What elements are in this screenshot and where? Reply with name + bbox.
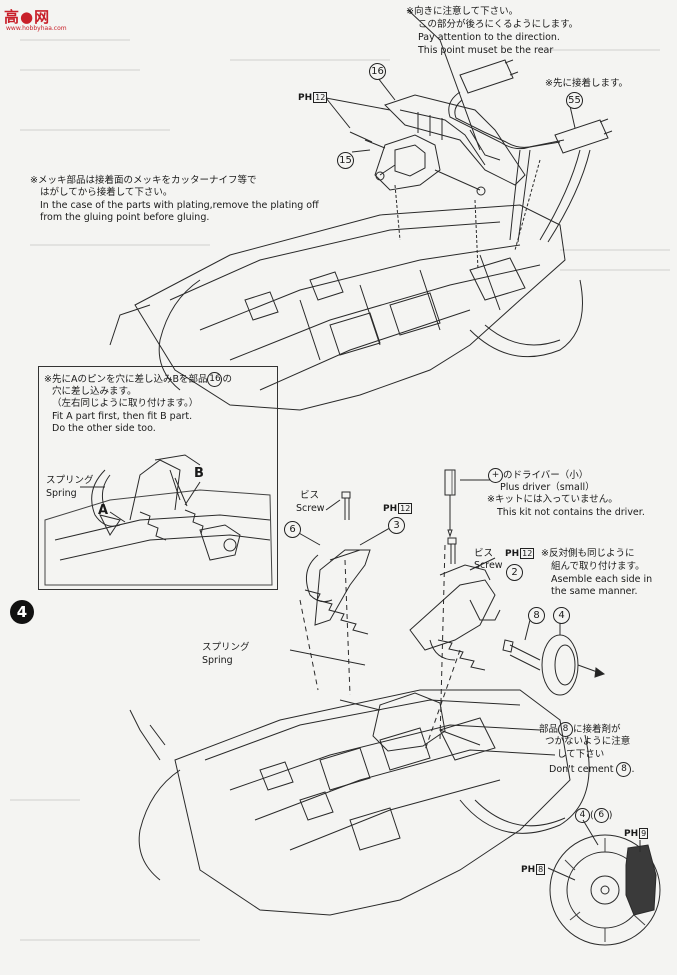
direction-note-jp2: この部分が後ろにくるようにします。 xyxy=(418,19,579,30)
part-number-55: 55 xyxy=(566,92,583,109)
plus-icon: + xyxy=(488,468,503,483)
inset-spring-en: Spring xyxy=(46,488,77,499)
inset-detail-box xyxy=(38,366,278,590)
screw-label-jp-2: ビス xyxy=(474,548,494,559)
cement-note-jp2: つかないように注意 xyxy=(545,736,631,747)
direction-note-en2: This point muset be the rear xyxy=(418,45,554,56)
cement-part-8: 8 xyxy=(558,722,574,737)
direction-note-en1: Pay attention to the direction. xyxy=(418,32,560,43)
driver-note-jp2: ※キットには入っていません。 xyxy=(487,494,618,505)
plating-note-en1: In the case of the parts with plating,re… xyxy=(40,200,319,211)
cement-note-en: Don't cement 8. xyxy=(549,762,635,777)
part-number-2: 2 xyxy=(506,564,523,581)
opposite-note-jp1: ※反対側も同じように xyxy=(541,548,635,559)
opposite-note-jp2: 組んで取り付けます。 xyxy=(551,561,645,572)
site-logo-subtext: www.hobbyhaa.com xyxy=(6,25,67,32)
plating-note-jp1: ※メッキ部品は接着面のメッキをカッターナイフ等で xyxy=(30,175,257,186)
part-number-6: 6 xyxy=(284,521,301,538)
inset-label-a: A xyxy=(98,503,109,518)
disc-part-label: 4(6) xyxy=(575,808,612,823)
step-number-badge: 4 xyxy=(10,600,34,624)
direction-note-jp1: ※向きに注意して下さい。 xyxy=(406,6,519,17)
inset-spring-jp: スプリング xyxy=(46,475,94,486)
cement-en-part-8: 8 xyxy=(616,762,632,777)
inset-note-jp3: （左右同じように取り付けます。） xyxy=(52,398,199,409)
inset-note-jp2: 穴に差し込みます。 xyxy=(52,386,137,397)
opposite-note-en1: Asemble each side in xyxy=(551,574,653,585)
part-number-3: 3 xyxy=(388,517,405,534)
part-number-15: 15 xyxy=(337,152,354,169)
spring-label-en: Spring xyxy=(202,655,233,666)
inset-part-16: 16 xyxy=(207,372,223,387)
inset-label-b: B xyxy=(194,466,204,481)
inset-note-en1: Fit A part first, then fit B part. xyxy=(52,411,193,422)
inset-note-en2: Do the other side too. xyxy=(52,423,156,434)
glue-first-note: ※先に接着します。 xyxy=(545,78,629,89)
disc-part-4: 4 xyxy=(575,808,590,823)
site-logo: 高●网 xyxy=(4,8,51,26)
spring-label-jp: スプリング xyxy=(202,642,250,653)
part-number-8: 8 xyxy=(528,607,545,624)
driver-note-en2: This kit not contains the driver. xyxy=(497,507,645,518)
driver-note-en1: Plus driver（small） xyxy=(500,482,595,493)
part-number-4: 4 xyxy=(553,607,570,624)
disc-part-6: 6 xyxy=(593,808,609,823)
plating-note-jp2: はがしてから接着して下さい。 xyxy=(40,187,173,198)
cement-note-jp3: して下さい xyxy=(557,749,605,760)
screw-label-jp-1: ビス xyxy=(300,490,320,501)
opposite-note-en2: the same manner. xyxy=(551,586,638,597)
plating-note-en2: from the gluing point before gluing. xyxy=(40,212,210,223)
driver-note-jp1: +のドライバー（小） xyxy=(488,468,588,483)
screw-label-en-1: Screw xyxy=(296,503,325,514)
screw-label-en-2: Screw xyxy=(474,560,503,571)
part-number-16: 16 xyxy=(369,63,386,80)
